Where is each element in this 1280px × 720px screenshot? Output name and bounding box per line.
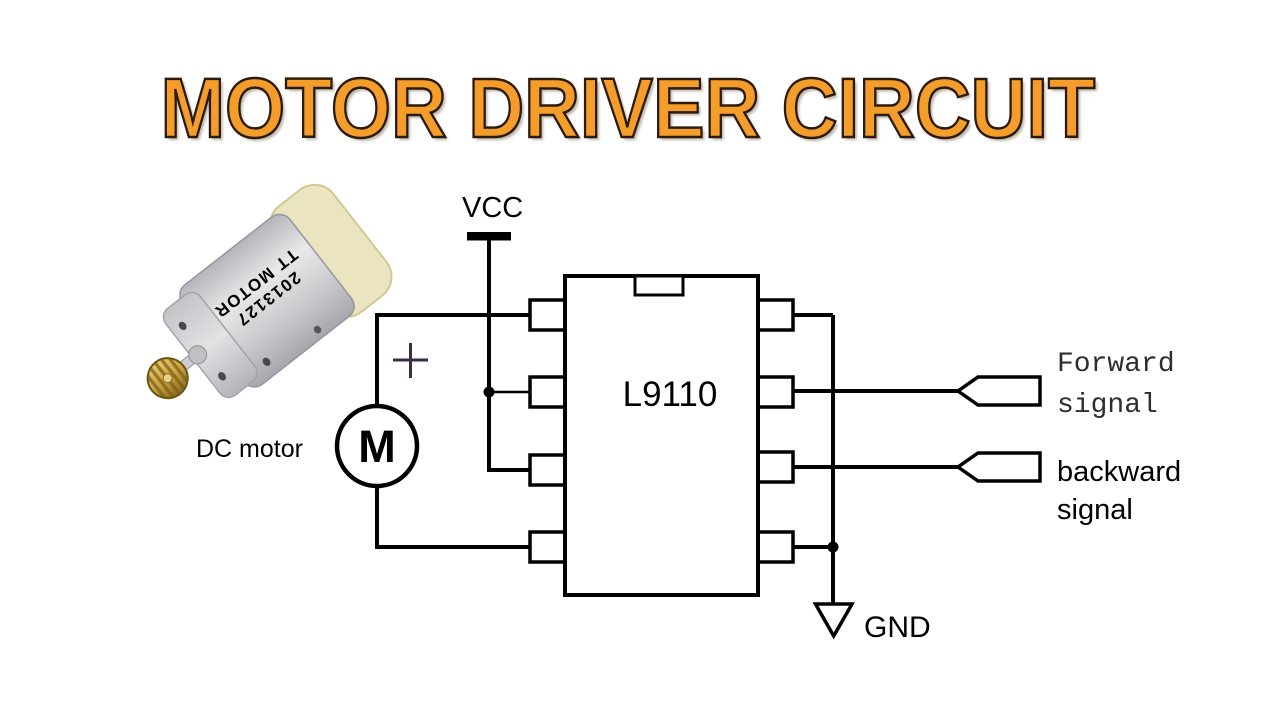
ic-pin-1 bbox=[528, 298, 567, 332]
wire-motor-to-pin1 bbox=[375, 313, 530, 406]
ic-pin-2 bbox=[528, 375, 567, 409]
vcc-rail-icon bbox=[467, 232, 511, 241]
dc-motor-photo: 2013127 TT MOTOR bbox=[142, 183, 393, 404]
motor-bearing-boss bbox=[188, 345, 208, 365]
backward-signal-connector-icon bbox=[954, 451, 1042, 483]
ic-label: L9110 bbox=[623, 375, 718, 414]
motor-vent-hole bbox=[262, 357, 271, 366]
backward-signal-label-line1: backward bbox=[1057, 456, 1181, 488]
ic-pin-6 bbox=[756, 450, 795, 484]
motor-symbol-circle bbox=[334, 403, 420, 489]
forward-signal-label-line1: Forward bbox=[1057, 349, 1175, 380]
junction-dot bbox=[827, 541, 839, 553]
wire-vcc-to-pin3 bbox=[487, 240, 530, 472]
motor-vent-hole bbox=[218, 372, 226, 381]
ic-pin-5 bbox=[756, 530, 795, 564]
forward-signal-connector-icon bbox=[954, 375, 1042, 407]
motor-vent-hole bbox=[178, 321, 187, 331]
ic-pin-4 bbox=[528, 530, 567, 564]
ic-body bbox=[563, 274, 760, 597]
gnd-label: GND bbox=[864, 611, 931, 644]
wire-motor-to-pin4 bbox=[375, 486, 530, 549]
plus-sign-icon bbox=[393, 343, 428, 378]
vcc-label: VCC bbox=[462, 192, 523, 224]
ic-notch bbox=[633, 274, 685, 297]
backward-signal-label-line2: signal bbox=[1057, 494, 1133, 526]
motor-symbol-label: M bbox=[358, 421, 396, 472]
ic-pins bbox=[528, 298, 795, 564]
ground-icon bbox=[812, 602, 856, 640]
dc-motor-caption: DC motor bbox=[196, 435, 303, 463]
page-title-row: MOTOR DRIVER CIRCUIT bbox=[0, 61, 1280, 155]
ic-pin-7 bbox=[756, 375, 795, 409]
circuit-wires bbox=[375, 240, 958, 604]
ic-pin-8 bbox=[756, 298, 795, 332]
junction-dot bbox=[483, 386, 495, 398]
motor-gear bbox=[142, 353, 192, 404]
motor-vent-hole bbox=[313, 325, 322, 334]
forward-signal-label-line2: signal bbox=[1057, 390, 1158, 421]
ic-pin-3 bbox=[528, 453, 567, 487]
page-title: MOTOR DRIVER CIRCUIT bbox=[160, 61, 1097, 155]
